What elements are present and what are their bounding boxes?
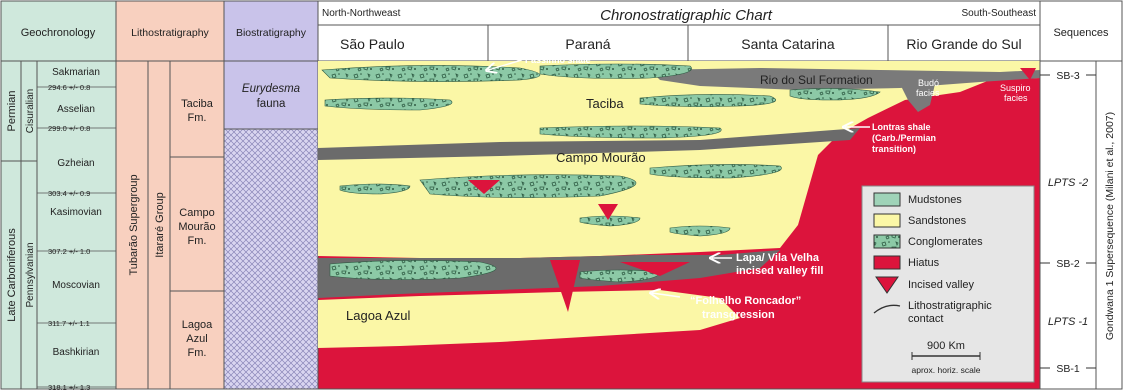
taciba-fm-label: Fm. <box>188 112 207 124</box>
lapa-label: Lapa/ Vila Velha <box>736 252 820 264</box>
biostratigraphy-header: Biostratigraphy <box>236 27 307 39</box>
epoch-cisuralian: Cisuralian <box>25 89 36 133</box>
legend-label: Conglomerates <box>908 236 983 248</box>
stage-moscovian: Moscovian <box>52 280 100 291</box>
tubarao-supergroup: Tubarão Supergroup <box>128 174 140 275</box>
legend-label: Lithostratigraphic <box>908 300 992 312</box>
biostratigraphy-column: Biostratigraphy Eurydesma fauna <box>224 1 318 389</box>
campo-fm-label: Fm. <box>188 235 207 247</box>
age-label: 303.4 +/- 0.9 <box>48 189 90 198</box>
scale-caption: aprox. horiz. scale <box>912 365 981 375</box>
region-rio-grande-do-sul: Rio Grande do Sul <box>906 36 1021 52</box>
folhelho-label: transgression <box>702 309 775 321</box>
itarare-group: Itararé Group <box>154 192 166 257</box>
lpts1-label: LPTS -1 <box>1048 316 1088 328</box>
region-sao-paulo: São Paulo <box>340 36 405 52</box>
conglomerate-lens <box>540 126 721 138</box>
geochronology-header: Geochronology <box>21 27 96 39</box>
undefined-biozone <box>224 129 318 389</box>
geochronology-column: Geochronology Permian Late Carboniferous… <box>1 1 116 391</box>
legend-swatch-sandstones <box>874 214 900 227</box>
sequences-column: Sequences SB-3 SB-2 SB-1 LPTS -2 LPTS -1… <box>1040 1 1122 389</box>
north-direction: North-Northweast <box>322 8 401 19</box>
legend-label: Sandstones <box>908 215 967 227</box>
age-label: 311.7 +/- 1.1 <box>48 319 90 328</box>
legend-swatch-conglomerates <box>874 235 900 248</box>
passinho-label: Passinho shale <box>525 55 591 65</box>
campo-fm-label: Mourão <box>178 221 215 233</box>
taciba-fm-label: Taciba <box>181 98 214 110</box>
legend-swatch-hiatus <box>874 256 900 269</box>
taciba-unit-label: Taciba <box>586 96 624 111</box>
period-late-carboniferous: Late Carboniferous <box>6 228 18 322</box>
lagoa-azul-unit-label: Lagoa Azul <box>346 308 410 323</box>
lontras-label: transition) <box>872 144 916 154</box>
sb2-label: SB-2 <box>1056 258 1080 270</box>
suspiro-facies-label: facies <box>1004 93 1028 103</box>
lithostratigraphy-header: Lithostratigraphy <box>131 27 209 39</box>
budo-facies-label: facies <box>916 88 940 98</box>
region-parana: Paraná <box>565 36 610 52</box>
legend-label: Mudstones <box>908 194 962 206</box>
age-label: 299.0 +/- 0.8 <box>48 124 90 133</box>
stage-asselian: Asselian <box>57 104 95 115</box>
sb1-label: SB-1 <box>1056 363 1080 375</box>
eurydesma-label: Eurydesma <box>242 83 300 95</box>
period-permian: Permian <box>6 91 18 132</box>
legend-swatch-mudstones <box>874 193 900 206</box>
chart-body: Taciba Campo Mourão Lagoa Azul Rio do Su… <box>318 55 1040 389</box>
fauna-label: fauna <box>257 98 286 110</box>
folhelho-label: “Folhelho Roncador” <box>690 295 801 307</box>
epoch-pennsylvanian: Pennsylvanian <box>25 242 36 307</box>
south-direction: South-Southeast <box>962 8 1037 19</box>
legend: Mudstones Sandstones Conglomerates Hiatu… <box>862 186 1034 382</box>
age-label: 307.2 +/- 1.0 <box>48 247 90 256</box>
lagoa-fm-label: Azul <box>186 333 207 345</box>
legend-label: Incised valley <box>908 279 975 291</box>
suspiro-facies-label: Suspiro <box>1000 83 1031 93</box>
sb3-label: SB-3 <box>1056 70 1080 82</box>
lontras-label: (Carb./Permian <box>872 133 936 143</box>
age-label: 294.6 +/- 0.8 <box>48 83 90 92</box>
age-label: 318.1 +/- 1.3 <box>48 383 90 391</box>
stage-sakmarian: Sakmarian <box>52 67 100 78</box>
campo-mourao-unit-label: Campo Mourão <box>556 150 646 165</box>
stage-bashkirian: Bashkirian <box>53 347 100 358</box>
conglomerate-lens <box>322 65 540 81</box>
stage-gzheian: Gzheian <box>57 158 94 169</box>
lagoa-fm-label: Fm. <box>188 347 207 359</box>
conglomerate-lens <box>420 175 636 198</box>
lpts2-label: LPTS -2 <box>1048 177 1088 189</box>
conglomerate-lens <box>540 64 692 79</box>
sequences-header: Sequences <box>1053 27 1109 39</box>
region-santa-catarina: Santa Catarina <box>741 36 835 52</box>
lithostratigraphy-column: Lithostratigraphy Tubarão Supergroup Ita… <box>116 1 224 389</box>
chart-title: Chronostratigraphic Chart <box>600 7 773 24</box>
lapa-label: incised valley fill <box>736 265 823 277</box>
supersequence-label: Gondwana 1 Supersequence (Milani et al.,… <box>1104 112 1116 340</box>
conglomerate-lens <box>640 94 776 106</box>
scale-label: 900 Km <box>927 340 965 352</box>
legend-label: contact <box>908 313 943 325</box>
lontras-label: Lontras shale <box>872 122 931 132</box>
lagoa-fm-label: Lagoa <box>182 319 213 331</box>
legend-label: Hiatus <box>908 257 940 269</box>
budo-facies-label: Budó <box>918 78 939 88</box>
stage-kasimovian: Kasimovian <box>50 207 102 218</box>
chart-header: North-Northweast Chronostratigraphic Cha… <box>318 1 1040 61</box>
rio-do-sul-label: Rio do Sul Formation <box>760 73 873 87</box>
campo-fm-label: Campo <box>179 207 214 219</box>
